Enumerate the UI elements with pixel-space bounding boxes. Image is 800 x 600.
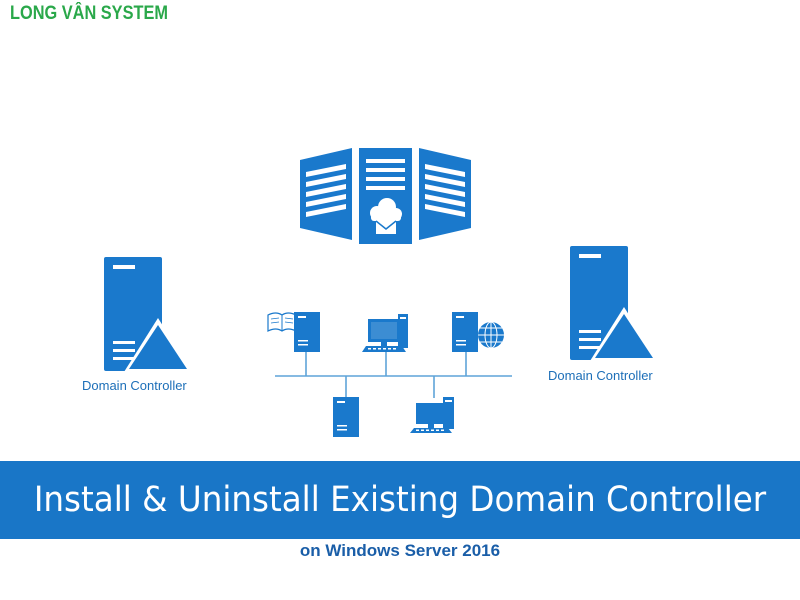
domain-controller-label-left: Domain Controller (82, 378, 187, 393)
title-banner: Install & Uninstall Existing Domain Cont… (0, 461, 800, 539)
book-server-icon (267, 312, 320, 352)
domain-controller-label-right: Domain Controller (548, 368, 653, 383)
desktop-computer-icon (362, 314, 408, 352)
tower-server-icon (333, 397, 359, 437)
domain-controller-server-icon (570, 246, 658, 361)
subtitle: on Windows Server 2016 (299, 541, 501, 560)
banner-title: Install & Uninstall Existing Domain Cont… (33, 480, 767, 520)
workstation-icon (410, 397, 454, 433)
domain-controller-server-icon (104, 257, 192, 372)
brand-logo: LONG VÂN SYSTEM (10, 3, 168, 24)
network-lines (275, 350, 512, 398)
network-diagram (104, 148, 658, 437)
globe-server-icon (452, 312, 504, 352)
datacenter-cloud-mail-icon (300, 148, 471, 244)
